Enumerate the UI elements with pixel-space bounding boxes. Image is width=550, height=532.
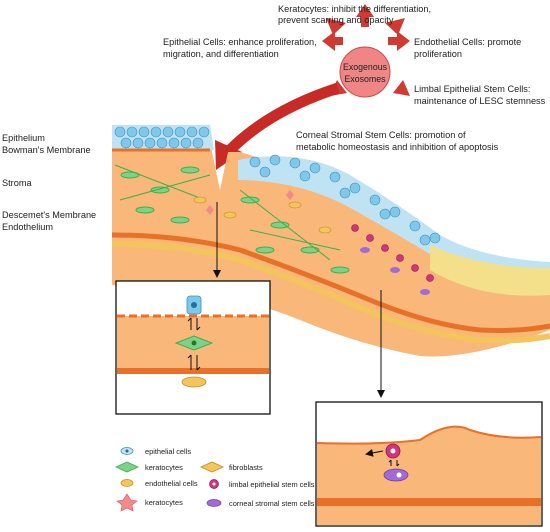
effect-limbal-2: maintenance of LESC stemness <box>414 96 546 106</box>
legend-limbal: limbal epithelial stem cells <box>229 480 315 489</box>
legend-endothelial-icon <box>120 479 134 487</box>
inset-central <box>115 280 271 415</box>
inset-stromal-stem-cell <box>383 468 409 482</box>
epithelium-slope <box>238 156 550 283</box>
cornea-section <box>111 125 550 357</box>
exosome-circle <box>339 46 391 98</box>
legend-red-keratocyte-icon <box>116 493 138 512</box>
stromal-stem-cells <box>360 247 430 295</box>
legend-keratocytes-1: keratocytes <box>145 463 183 472</box>
limbal-zone <box>430 245 550 296</box>
effect-epithelial-2: migration, and differentiation <box>163 49 279 59</box>
effect-keratocytes-2: prevent scarring and opacity <box>278 15 394 25</box>
stroma-layer <box>112 130 550 357</box>
effect-keratocytes-1: Keratocytes: inhibit the differentiation… <box>278 4 431 14</box>
legend-epithelial: epithelial cells <box>145 447 191 456</box>
inset-limbal <box>315 401 543 527</box>
effect-endothelial-1: Endothelial Cells: promote <box>414 37 521 47</box>
limbal-stem-cells <box>351 224 434 282</box>
legend-keratocyte-icon <box>115 461 139 473</box>
center-line-1: Exogenous <box>343 62 388 72</box>
delivery-arrow <box>226 82 340 154</box>
label-descemet: Descemet's Membrane <box>2 210 96 220</box>
fibroblast-cells <box>193 196 332 234</box>
label-bowman: Bowman's Membrane <box>2 145 91 155</box>
legend-stromal: corneal stromal stem cells <box>229 499 315 508</box>
effect-limbal-1: Limbal Epithelial Stem Cells: <box>414 84 530 94</box>
center-line-2: Exosomes <box>344 74 386 84</box>
effect-endothelial-2: proliferation <box>414 49 462 59</box>
effect-epithelial-1: Epithelial Cells: enhance proliferation, <box>163 37 317 47</box>
legend-fibroblasts: fibroblasts <box>229 463 263 472</box>
effect-stromal-2: metabolic homeostasis and inhibition of … <box>296 142 499 152</box>
legend-endothelial: endothelial cells <box>145 479 198 488</box>
legend-fibroblast-icon <box>200 461 224 473</box>
descemet-band <box>111 232 550 333</box>
label-epithelium: Epithelium <box>2 133 45 143</box>
inset-endothelial-cell <box>181 376 207 388</box>
red-keratocytes <box>206 190 294 215</box>
effect-stromal-1: Corneal Stromal Stem Cells: promotion of <box>296 130 466 140</box>
legend: epithelial cells keratocytes fibroblasts… <box>115 447 315 512</box>
epithelial-cell-cluster <box>114 126 441 246</box>
endothelium-band <box>111 241 550 344</box>
legend-keratocytes-2: keratocytes <box>145 498 183 507</box>
legend-stromal-icon <box>206 499 222 507</box>
label-stroma: Stroma <box>2 178 33 188</box>
keratocyte-network <box>114 164 350 274</box>
label-endothelium: Endothelium <box>2 222 53 232</box>
